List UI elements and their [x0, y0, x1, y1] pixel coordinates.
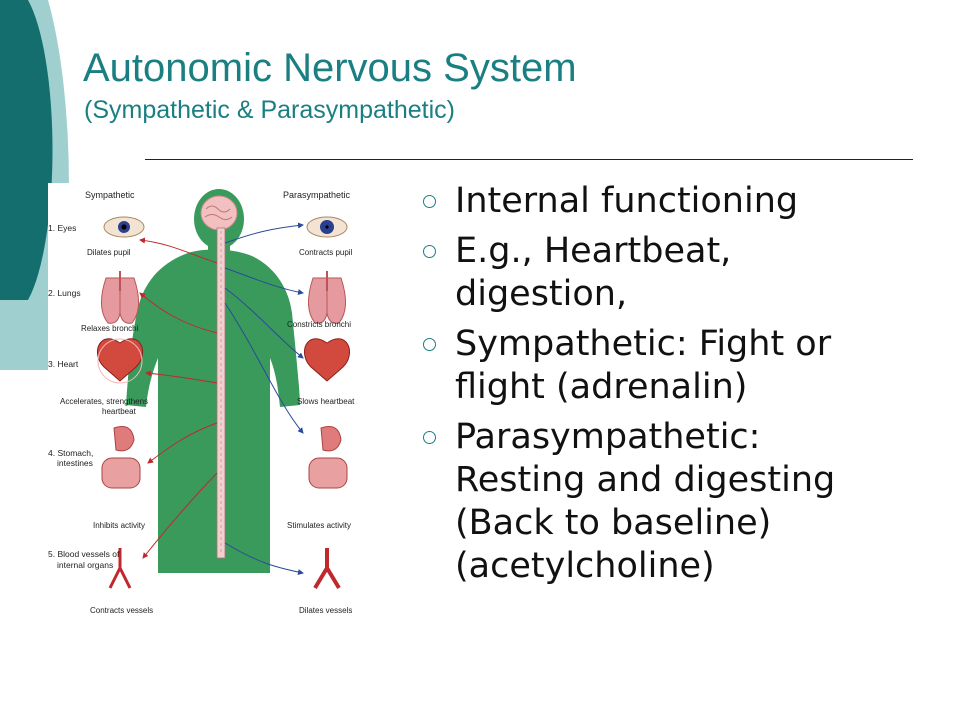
organ-label-vessels-line2: internal organs: [57, 560, 113, 570]
bullet-text-line: Resting and digesting: [455, 460, 836, 500]
bullet-text-line: Sympathetic: Fight or: [455, 324, 832, 364]
blood-vessel-icon-right: [313, 548, 341, 590]
sympathetic-nerves: [139, 237, 218, 559]
sympathetic-header: Sympathetic: [85, 190, 135, 200]
title-divider: [145, 159, 913, 160]
lungs-icon-right: [308, 271, 346, 324]
heart-icon-left: [96, 338, 144, 384]
bullet-item: Parasympathetic: Resting and digesting (…: [417, 416, 917, 588]
ans-illustration: Sympathetic Parasympathetic 1. Eyes Dila…: [48, 183, 360, 620]
slide-title: Autonomic Nervous System: [83, 46, 577, 90]
slide-subtitle: (Sympathetic & Parasympathetic): [84, 96, 455, 124]
parasympathetic-nerves: [224, 222, 304, 575]
bullet-text-line: flight (adrenalin): [455, 367, 748, 407]
para-effect-eyes: Contracts pupil: [299, 248, 353, 257]
bullet-item: Sympathetic: Fight or flight (adrenalin): [417, 323, 917, 409]
stomach-intestines-icon-right: [308, 426, 348, 489]
brain-icon: [200, 195, 238, 231]
para-effect-lungs: Constricts bronchi: [287, 320, 351, 329]
bullet-text-line: E.g., Heartbeat,: [455, 231, 732, 271]
hollow-circle-bullet-icon: [423, 245, 436, 258]
hollow-circle-bullet-icon: [423, 338, 436, 351]
para-effect-heart: Slows heartbeat: [297, 397, 355, 406]
bullet-text-line: digestion,: [455, 274, 628, 314]
para-effect-stomach: Stimulates activity: [287, 521, 351, 530]
bullet-text-line: Internal functioning: [455, 181, 799, 221]
stomach-intestines-icon-left: [101, 426, 141, 489]
organ-label-eyes: 1. Eyes: [48, 223, 76, 233]
sym-effect-heart-line2: heartbeat: [102, 407, 137, 416]
bullet-text-line: Parasympathetic:: [455, 417, 761, 457]
sym-effect-lungs: Relaxes bronchi: [81, 324, 139, 333]
para-effect-vessels: Dilates vessels: [299, 606, 352, 615]
sym-effect-vessels: Contracts vessels: [90, 606, 153, 615]
bullet-text-line: (Back to baseline): [455, 503, 772, 543]
lungs-icon-left: [101, 271, 139, 324]
parasympathetic-header: Parasympathetic: [283, 190, 351, 200]
bullet-item: Internal functioning: [417, 180, 917, 223]
blood-vessel-icon-left: [108, 548, 132, 589]
bullet-list: Internal functioning E.g., Heartbeat, di…: [417, 180, 917, 595]
spinal-cord: [216, 227, 226, 559]
organ-label-stomach-line2: intestines: [57, 458, 93, 468]
hollow-circle-bullet-icon: [423, 431, 436, 444]
sym-effect-eyes: Dilates pupil: [87, 248, 131, 257]
organ-label-vessels-line1: 5. Blood vessels of: [48, 549, 120, 559]
dark-teal-arc: [0, 0, 53, 300]
organ-label-stomach-line1: 4. Stomach,: [48, 448, 93, 458]
bullet-text-line: (acetylcholine): [455, 546, 715, 586]
hollow-circle-bullet-icon: [423, 195, 436, 208]
sym-effect-stomach: Inhibits activity: [93, 521, 145, 530]
sym-effect-heart-line1: Accelerates, strengthens: [60, 397, 148, 406]
eye-icon-left: [103, 216, 145, 238]
heart-icon-right: [303, 338, 351, 382]
bullet-item: E.g., Heartbeat, digestion,: [417, 230, 917, 316]
organ-label-lungs: 2. Lungs: [48, 288, 81, 298]
organ-label-heart: 3. Heart: [48, 359, 79, 369]
eye-icon-right: [306, 216, 348, 238]
